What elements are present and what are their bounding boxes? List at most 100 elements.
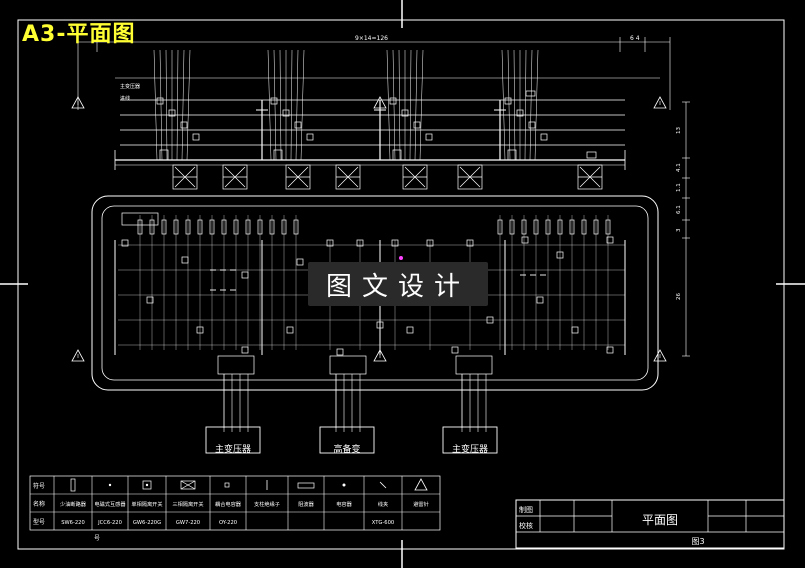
equipment-box [286, 326, 294, 334]
gantry-wire [501, 49, 506, 161]
legend-model: JCC6-220 [97, 520, 122, 526]
insulator-box [401, 109, 409, 117]
equipment-box [241, 346, 249, 354]
insulator-box [504, 97, 512, 105]
equipment-box [571, 326, 579, 334]
lightning-rods [71, 96, 667, 362]
equipment-box [606, 346, 614, 354]
gantry-wire [186, 49, 191, 161]
disconnector [509, 219, 515, 235]
equipment-box [521, 236, 529, 244]
marker-box [586, 151, 597, 159]
ct-box [426, 239, 434, 247]
capacitor-symbol-icon [224, 482, 230, 488]
legend-name: 电磁式互感器 [94, 500, 126, 508]
transformer-box-left [205, 426, 261, 454]
title-block-row-b: 校核 [519, 521, 533, 530]
legend-row-header: 型号 [33, 518, 45, 526]
accent-marker [399, 256, 403, 260]
insulator-box [294, 121, 302, 129]
insulator-box [425, 133, 433, 141]
legend-name: 少油断路器 [60, 500, 87, 508]
gantry-wire [534, 49, 539, 161]
wave-trap-symbol-icon [297, 482, 315, 489]
dimension-right-1: 13 [676, 127, 682, 134]
capacitor-dot-icon [342, 483, 346, 487]
lightning-rod-icon [71, 349, 85, 362]
insulator-box [516, 109, 524, 117]
legend-border [29, 475, 441, 531]
disconnector [605, 219, 611, 235]
bushing-frame [455, 355, 493, 375]
switch-cross [180, 480, 196, 490]
title-block-row-a: 制图 [519, 505, 533, 514]
legend-table: 符号名称型号少油断路器电磁式互感器单相隔离开关三相隔离开关耦合电容器支柱绝缘子阻… [29, 475, 441, 542]
gantry-wire [295, 49, 299, 161]
lightning-rod-icon [653, 349, 667, 362]
gantry-wire [398, 49, 401, 161]
bushing-frame [217, 355, 255, 375]
gantry-wire [290, 49, 293, 161]
legend-model: GW7-220 [176, 520, 200, 526]
figure-number: 图3 [691, 537, 704, 546]
breaker-box [159, 149, 169, 161]
marker-box [525, 90, 536, 97]
insulator-box [180, 121, 188, 129]
gantry-wire [159, 49, 163, 161]
disconnector [137, 219, 143, 235]
dimension-top-right: 6 4 [630, 35, 640, 42]
disconnector [197, 219, 203, 235]
transformer-box-right [442, 426, 498, 454]
legend-footnote: 号 [94, 535, 100, 542]
disconnector [497, 219, 503, 235]
dimension-right-2: 4.1 [676, 163, 682, 172]
disconnector [161, 219, 167, 235]
gantry-wire [300, 49, 305, 161]
equipment-box [606, 236, 614, 244]
disconnector [185, 219, 191, 235]
disconnector [281, 219, 287, 235]
dimension-right-6: 26 [676, 293, 682, 300]
insulator-box [156, 97, 164, 105]
insulator-box [528, 121, 536, 129]
note-line-2: 进线 [120, 95, 130, 102]
equipment-box [556, 251, 564, 259]
equipment-box [196, 326, 204, 334]
gantry-wire [414, 49, 418, 161]
dimension-right-5: 3 [676, 228, 682, 232]
equipment-box [146, 296, 154, 304]
disconnector [569, 219, 575, 235]
legend-model: OY-220 [219, 520, 237, 526]
insulator-box [192, 133, 200, 141]
note-line-1: 主变压器 [120, 83, 140, 90]
dimension-right-3: 1.1 [676, 183, 682, 192]
transformer-label-right: 主变压器 [452, 443, 488, 455]
gantry-wire [165, 49, 168, 161]
transformer-label-left: 主变压器 [215, 443, 251, 455]
gantry-wire [181, 49, 185, 161]
disconnector [545, 219, 551, 235]
equipment-box [451, 346, 459, 354]
gantry-wire [529, 49, 533, 161]
lightning-rod-icon [71, 96, 85, 109]
switchyard-enclosure-outer [91, 195, 659, 391]
insulator-box [413, 121, 421, 129]
lightning-rod-icon [373, 96, 387, 109]
three-phase-switch-icon [180, 480, 196, 490]
gantry-wire [524, 49, 527, 161]
breaker-box [392, 149, 402, 161]
insulator-box [306, 133, 314, 141]
ct-box [391, 239, 399, 247]
breaker-symbol-icon [70, 478, 76, 492]
legend-name: 避雷针 [413, 500, 429, 508]
ct-box [356, 239, 364, 247]
legend-name: 单相隔离开关 [131, 500, 162, 508]
right-dimension-ticks [682, 101, 690, 357]
disconnector [209, 219, 215, 235]
disconnector [221, 219, 227, 235]
title-block: 制图 校核 平面图 图3 [515, 499, 785, 549]
gantry-wire [419, 49, 424, 161]
disconnector [581, 219, 587, 235]
equipment-box [181, 256, 189, 264]
